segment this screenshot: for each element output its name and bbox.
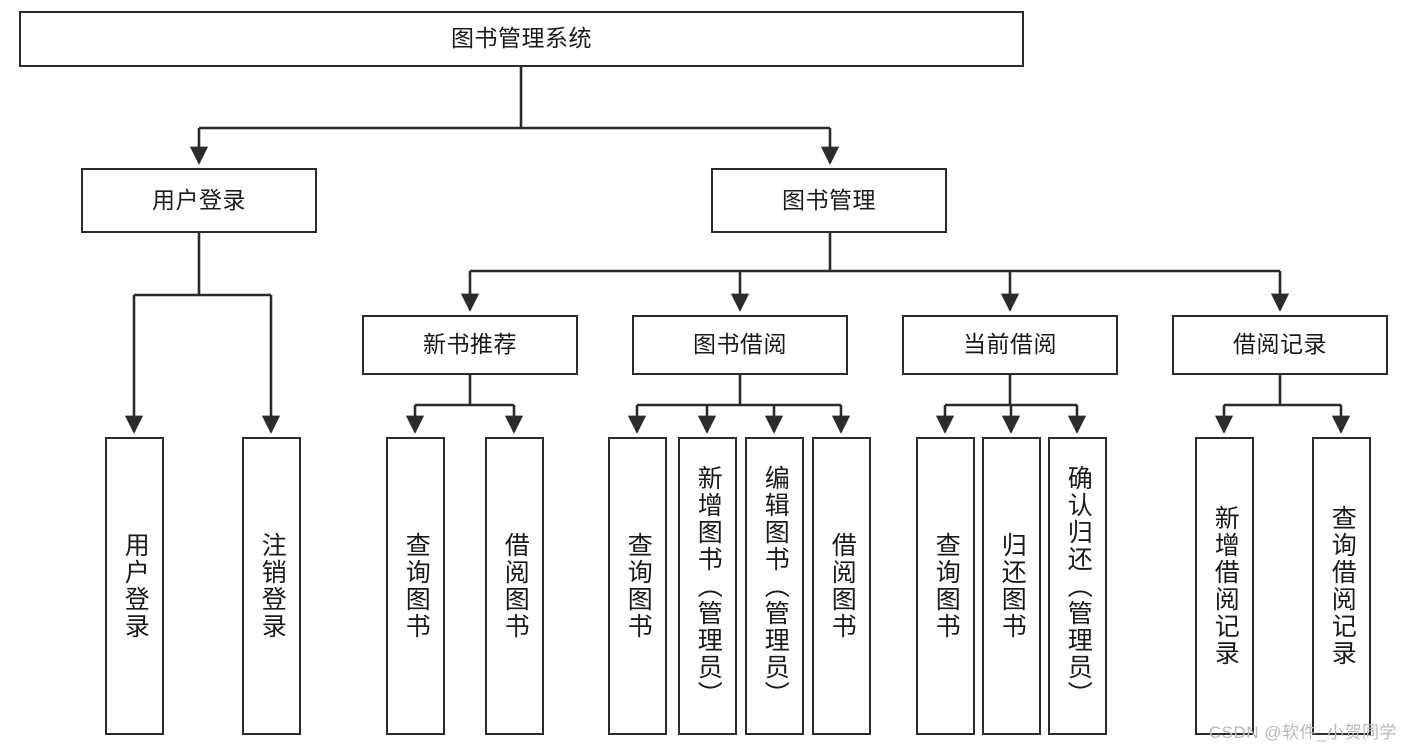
node-label: 借阅图书 <box>828 532 857 640</box>
node-label: 新书推荐 <box>423 331 517 358</box>
node-borrow-records[interactable]: 借阅记录 <box>1172 315 1388 375</box>
csdn-watermark: CSDN @软件_小贺同学 <box>1208 723 1397 742</box>
node-new-book-recommend[interactable]: 新书推荐 <box>362 315 578 375</box>
leaf-borrow-add-book[interactable]: 新增图书（管理员） <box>678 437 737 735</box>
node-label: 查询图书 <box>402 532 431 640</box>
node-label: 编辑图书（管理员） <box>761 464 790 708</box>
node-current-borrow[interactable]: 当前借阅 <box>902 315 1118 375</box>
leaf-current-return-book[interactable]: 归还图书 <box>982 437 1041 735</box>
node-book-borrow[interactable]: 图书借阅 <box>632 315 848 375</box>
leaf-current-query-book[interactable]: 查询图书 <box>916 437 975 735</box>
leaf-records-query-record[interactable]: 查询借阅记录 <box>1312 437 1371 735</box>
node-label: 新增借阅记录 <box>1211 505 1240 667</box>
node-root-system[interactable]: 图书管理系统 <box>19 11 1024 67</box>
node-label: 用户登录 <box>121 532 150 640</box>
leaf-borrow-edit-book[interactable]: 编辑图书（管理员） <box>745 437 804 735</box>
node-label: 当前借阅 <box>963 331 1057 358</box>
leaf-records-add-record[interactable]: 新增借阅记录 <box>1195 437 1254 735</box>
node-label: 查询图书 <box>932 532 961 640</box>
node-label: 图书借阅 <box>693 331 787 358</box>
node-label: 借阅图书 <box>501 532 530 640</box>
node-label: 新增图书（管理员） <box>694 464 723 708</box>
node-user-login[interactable]: 用户登录 <box>81 168 317 233</box>
node-label: 用户登录 <box>152 186 246 213</box>
leaf-new-book-query[interactable]: 查询图书 <box>386 437 445 735</box>
leaf-user-login-logout[interactable]: 注销登录 <box>242 437 301 735</box>
node-label: 图书管理 <box>782 186 876 213</box>
node-label: 借阅记录 <box>1233 331 1327 358</box>
leaf-current-confirm-return[interactable]: 确认归还（管理员） <box>1048 437 1107 735</box>
node-label: 图书管理系统 <box>451 25 592 52</box>
leaf-new-book-borrow[interactable]: 借阅图书 <box>485 437 544 735</box>
leaf-user-login-login[interactable]: 用户登录 <box>105 437 164 735</box>
node-label: 归还图书 <box>998 532 1027 640</box>
node-label: 查询图书 <box>624 532 653 640</box>
node-label: 确认归还（管理员） <box>1064 464 1093 708</box>
node-book-management[interactable]: 图书管理 <box>711 168 947 233</box>
node-label: 查询借阅记录 <box>1328 505 1357 667</box>
leaf-borrow-borrow-book[interactable]: 借阅图书 <box>812 437 871 735</box>
leaf-borrow-query-book[interactable]: 查询图书 <box>608 437 667 735</box>
node-label: 注销登录 <box>258 532 287 640</box>
